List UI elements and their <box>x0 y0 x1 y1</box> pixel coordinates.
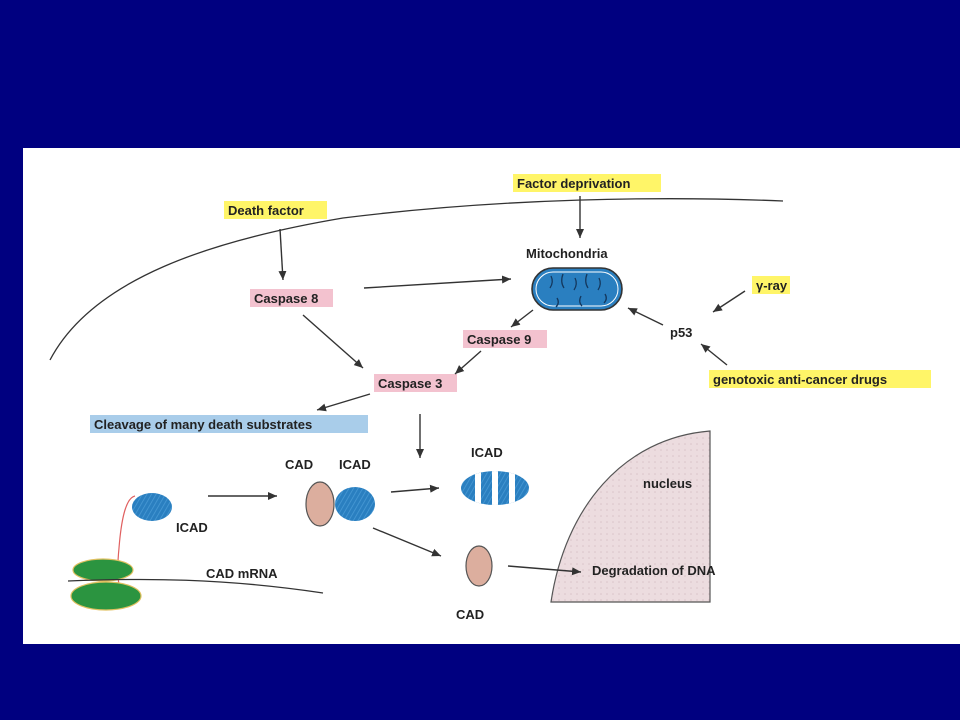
caspase8-highlight <box>250 289 333 307</box>
icad-protein-icon <box>132 493 172 521</box>
apoptosis-pathway-diagram: Death factor Factor deprivation Mitochon… <box>49 174 931 622</box>
caspase9-label: Caspase 9 <box>467 332 531 347</box>
fragmented-icad-icon <box>461 471 529 505</box>
mitochondria-label: Mitochondria <box>526 246 608 261</box>
arrow-complex-to-free-cad <box>372 527 442 557</box>
cell-membrane <box>49 198 784 361</box>
arrow-caspase8-to-caspase3 <box>302 314 364 369</box>
caspase3-highlight <box>374 374 457 392</box>
nucleus-icon <box>550 430 711 603</box>
icad-fragmented-label: ICAD <box>471 445 503 460</box>
arrow-complex-to-fragmented-icad <box>390 484 440 493</box>
cad-top-label: CAD <box>285 457 313 472</box>
genotoxic-label: genotoxic anti-cancer drugs <box>713 372 887 387</box>
caspase9-highlight <box>463 330 547 348</box>
icad-top-label: ICAD <box>339 457 371 472</box>
caspase8-label: Caspase 8 <box>254 291 318 306</box>
factor-deprivation-label: Factor deprivation <box>517 176 630 191</box>
gamma-ray-label: γ-ray <box>756 278 788 293</box>
factor-deprivation-highlight <box>513 174 661 192</box>
death-factor-label: Death factor <box>228 203 304 218</box>
degradation-label: Degradation of DNA <box>592 563 716 578</box>
cad-protein-icon <box>465 545 493 587</box>
gamma-ray-highlight <box>752 276 790 294</box>
arrow-cad-to-dna-degradation <box>507 565 582 576</box>
icad-protein-icon <box>335 487 375 521</box>
arrow-mitochondria-to-caspase9 <box>510 309 534 328</box>
mitochondrion-icon <box>531 267 623 311</box>
nucleus-label: nucleus <box>643 476 692 491</box>
arrow-caspase3-to-cleavage <box>316 393 371 412</box>
arrow-gamma-ray-to-p53 <box>712 290 746 313</box>
cad-protein-icon <box>305 481 335 527</box>
mrna-strand <box>67 578 324 594</box>
death-factor-highlight <box>224 201 327 219</box>
cad-bottom-label: CAD <box>456 607 484 622</box>
arrow-caspase8-to-mitochondria <box>363 275 512 289</box>
p53-label: p53 <box>670 325 692 340</box>
genotoxic-highlight <box>709 370 931 388</box>
caspase3-label: Caspase 3 <box>378 376 442 391</box>
cleavage-label: Cleavage of many death substrates <box>94 417 312 432</box>
arrow-p53-to-mitochondria <box>627 307 664 326</box>
ribosome-icon <box>70 558 142 611</box>
arrow-death-factor-to-caspase8 <box>278 228 287 281</box>
cleavage-highlight <box>90 415 368 433</box>
arrow-drugs-to-p53 <box>700 343 728 366</box>
cad-mrna-label: CAD mRNA <box>206 566 278 581</box>
arrow-caspase9-to-caspase3 <box>454 350 482 375</box>
icad-left-label: ICAD <box>176 520 208 535</box>
